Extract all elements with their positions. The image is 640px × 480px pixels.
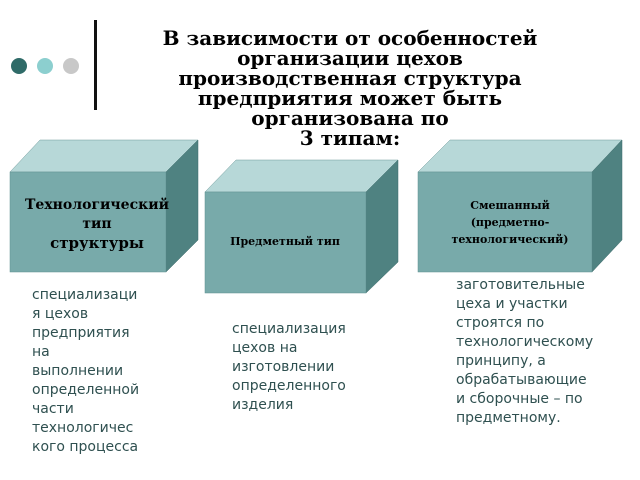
- box-technological: [9, 139, 199, 273]
- description-line: я цехов: [32, 306, 89, 322]
- type-label-line: Смешанный: [470, 199, 550, 212]
- type-label-technological: Технологический тип структуры: [12, 196, 182, 253]
- description-line: кого процесса: [32, 439, 139, 455]
- description-line: предметному.: [456, 410, 561, 426]
- description-line: изделия: [232, 397, 294, 413]
- dot-gray: [63, 58, 79, 74]
- description-line: определенного: [232, 378, 346, 394]
- description-line: определенной: [32, 382, 140, 398]
- description-line: обрабатывающие: [456, 372, 587, 388]
- description-line: специализация: [232, 321, 346, 337]
- title-line: организована по: [251, 106, 449, 130]
- title-line: организации цехов: [237, 46, 463, 70]
- box-technological-top: [9, 139, 199, 173]
- type-label-line: структуры: [50, 234, 144, 252]
- description-line: и сборочные – по: [456, 391, 583, 407]
- type-label-line: Предметный тип: [230, 235, 340, 248]
- decorative-dots: [11, 58, 81, 76]
- dot-light: [37, 58, 53, 74]
- box-mixed-front: [417, 171, 593, 273]
- box-subject: [204, 159, 399, 294]
- description-line: цехов на: [232, 340, 298, 356]
- box-technological-front: [9, 171, 167, 273]
- slide-title: В зависимости от особенностей организаци…: [120, 28, 580, 148]
- description-line: заготовительные: [456, 277, 585, 293]
- title-line: 3 типам:: [299, 126, 401, 150]
- description-line: выполнении: [32, 363, 124, 379]
- description-mixed: заготовительные цеха и участки строятся …: [456, 276, 593, 428]
- vertical-divider: [94, 20, 97, 110]
- type-label-subject: Предметный тип: [205, 235, 365, 249]
- description-line: строятся по: [456, 315, 545, 331]
- description-line: цеха и участки: [456, 296, 568, 312]
- title-line: предприятия может быть: [197, 86, 503, 110]
- description-line: специализаци: [32, 287, 138, 303]
- title-line: производственная структура: [178, 66, 522, 90]
- box-mixed: [417, 139, 623, 273]
- description-technological: специализаци я цехов предприятия на выпо…: [32, 286, 139, 457]
- description-subject: специализация цехов на изготовлении опре…: [232, 320, 346, 415]
- description-line: технологичес: [32, 420, 134, 436]
- description-line: на: [32, 344, 50, 360]
- box-mixed-top: [417, 139, 623, 173]
- description-line: части: [32, 401, 74, 417]
- type-label-mixed: Смешанный (предметно- технологический): [422, 197, 598, 248]
- type-label-line: Технологический: [25, 197, 169, 213]
- description-line: принципу, а: [456, 353, 546, 369]
- description-line: технологическому: [456, 334, 594, 350]
- description-line: изготовлении: [232, 359, 335, 375]
- dot-dark: [11, 58, 27, 74]
- type-label-line: технологический): [451, 233, 569, 246]
- box-subject-front: [204, 191, 367, 294]
- type-label-line: тип: [82, 216, 112, 232]
- title-line: В зависимости от особенностей: [162, 26, 538, 50]
- type-label-line: (предметно-: [470, 216, 550, 229]
- description-line: предприятия: [32, 325, 130, 341]
- box-subject-top: [204, 159, 399, 193]
